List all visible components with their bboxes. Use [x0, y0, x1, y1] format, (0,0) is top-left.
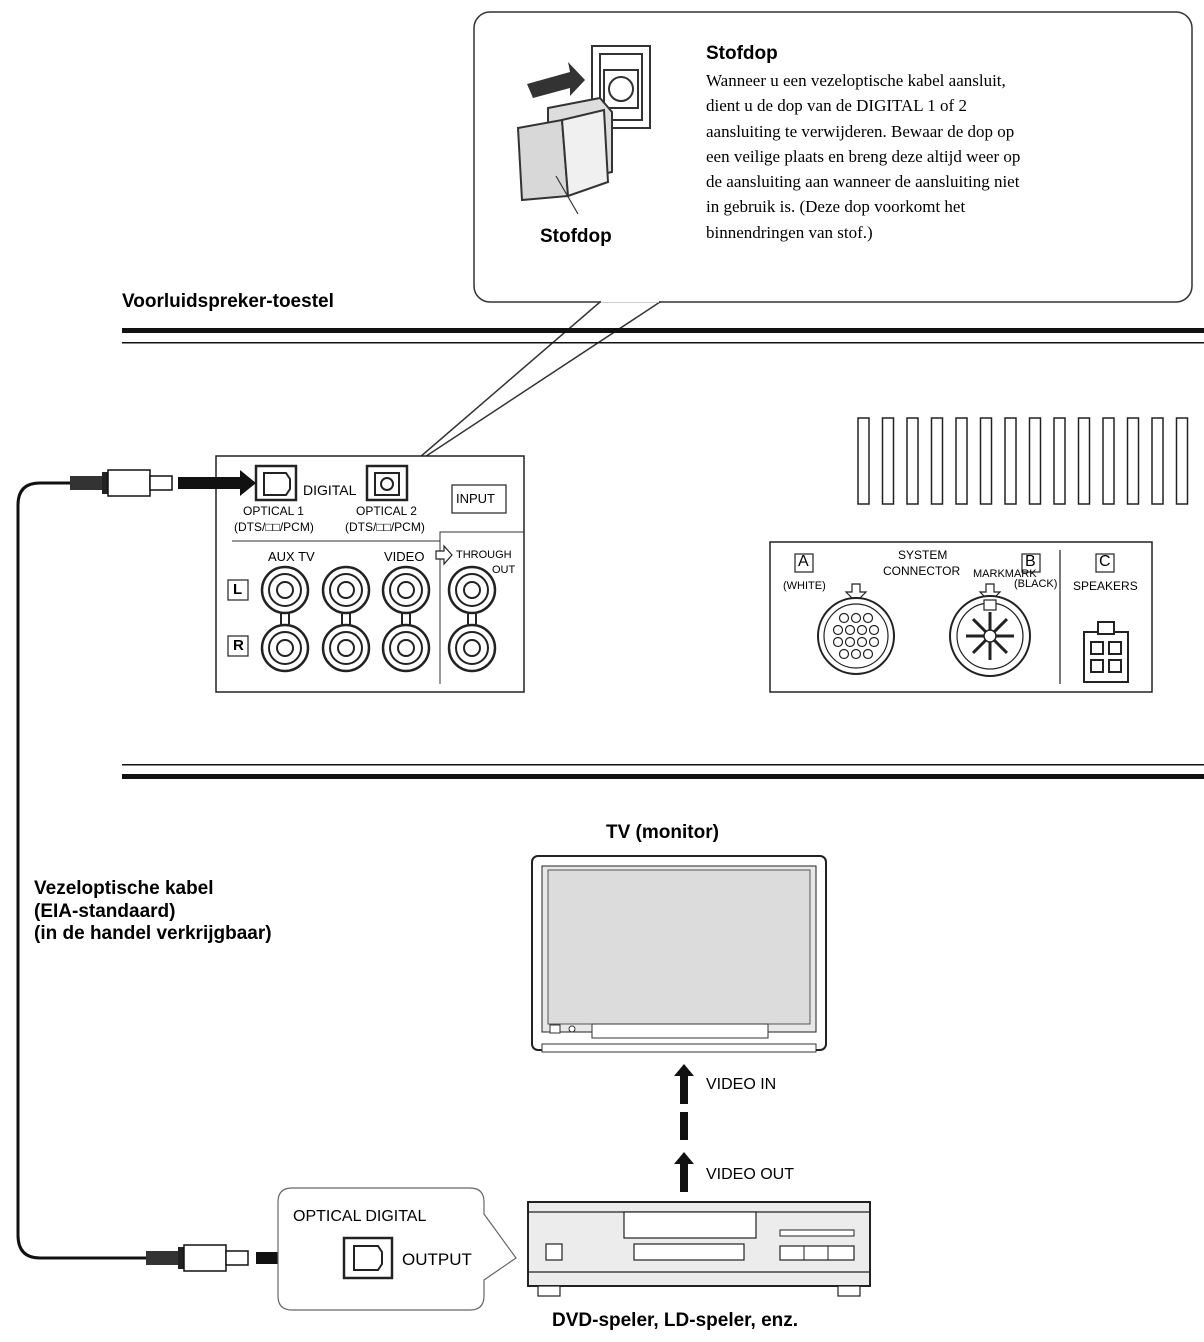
digital-label: DIGITAL: [303, 482, 357, 498]
callout-body-line: in gebruik is. (Deze dop voorkomt het: [706, 197, 966, 217]
connector-c-letter: C: [1099, 553, 1111, 570]
tv-monitor-drawing: [531, 855, 827, 1053]
vent-slot: [1151, 417, 1164, 505]
speakers-label: SPEAKERS: [1073, 579, 1138, 593]
output-label: OUTPUT: [402, 1250, 472, 1269]
rca-jack-center: [397, 639, 415, 657]
rca-jack-center: [337, 639, 355, 657]
connector-b-mark: MARKMARK: [973, 568, 1037, 580]
callout-body: Wanneer u een vezeloptische kabel aanslu…: [706, 68, 1020, 245]
video-in-label: VIDEO IN: [706, 1076, 777, 1093]
connector-b-letter: B: [1025, 553, 1036, 570]
vent-slot: [1175, 417, 1189, 505]
pin-socket: [862, 612, 874, 624]
rca-jack-center: [397, 581, 415, 599]
optical-cable: [16, 481, 146, 1260]
callout-body-line: een veilige plaats en breng deze altijd …: [706, 146, 1021, 166]
input-label: INPUT: [456, 491, 495, 506]
vent-slot: [930, 417, 944, 505]
ventilation-slots: [857, 417, 1189, 505]
vent-slot: [1102, 417, 1115, 505]
pin-socket: [868, 636, 880, 648]
pin-socket: [856, 624, 868, 636]
vent-slot: [1126, 417, 1140, 505]
pin-socket: [850, 612, 862, 624]
optical2-label: OPTICAL 2: [356, 504, 417, 518]
left-channel-label: L: [233, 581, 243, 598]
section-title: Voorluidspreker-toestel: [122, 291, 334, 312]
system-label: SYSTEM: [898, 548, 948, 562]
unit-outline-rails: [122, 328, 1204, 779]
pin-socket: [862, 648, 874, 660]
cable-label-line: Vezeloptische kabel: [34, 878, 214, 899]
aux-tv-label: AUX TV: [268, 549, 315, 564]
system-connector-pins: [832, 612, 1014, 660]
cable-plug-top: [70, 469, 256, 497]
pin-socket: [868, 624, 880, 636]
system-connector-panel: [769, 541, 1153, 693]
video-label: VIDEO: [384, 549, 425, 564]
pin-socket: [844, 636, 856, 648]
vent-slot: [1053, 417, 1066, 505]
cable-label: Vezeloptische kabel (EIA-standaard) (in …: [34, 878, 272, 946]
vent-slot: [1028, 417, 1042, 505]
output-callout: [277, 1187, 517, 1311]
player-label: DVD-speler, LD-speler, enz.: [552, 1310, 799, 1331]
tv-label: TV (monitor): [606, 822, 719, 843]
vent-slot: [881, 417, 895, 505]
pin-socket: [832, 624, 844, 636]
pin-socket: [850, 648, 862, 660]
connector-a-sub: (WHITE): [783, 580, 826, 592]
vent-slot: [1004, 417, 1017, 505]
pin-socket: [838, 648, 850, 660]
optical-digital-label: OPTICAL DIGITAL: [293, 1208, 427, 1225]
optical1-label: OPTICAL 1: [243, 504, 304, 518]
cable-label-line: (in de handel verkrijgbaar): [34, 923, 272, 944]
dust-cap-label: Stofdop: [540, 226, 612, 247]
right-channel-label: R: [233, 637, 244, 654]
optical2-sub: (DTS/□□/PCM): [345, 520, 425, 534]
rca-jack-center: [337, 581, 355, 599]
pin-socket: [844, 624, 856, 636]
callout-body-line: Wanneer u een vezeloptische kabel aanslu…: [706, 71, 1006, 90]
callout-body-line: aansluiting te verwijderen. Bewaar de do…: [706, 121, 1015, 141]
out-label: OUT: [492, 564, 516, 576]
rca-jack-center: [276, 581, 294, 599]
pin-socket: [832, 636, 844, 648]
dust-cap-illustration: [516, 45, 651, 215]
vent-slot: [955, 417, 968, 505]
pin-socket: [856, 636, 868, 648]
optical1-sub: (DTS/□□/PCM): [234, 520, 314, 534]
video-link: [674, 1064, 694, 1192]
callout-body-line: binnendringen van stof.): [706, 222, 873, 242]
vent-slot: [906, 417, 919, 505]
vent-slot: [979, 417, 993, 505]
callout-body-line: de aansluiting aan wanneer de aansluitin…: [706, 172, 1020, 192]
connector-a-letter: A: [798, 553, 809, 570]
connector-label: CONNECTOR: [883, 564, 961, 578]
dvd-player-drawing: [527, 1201, 871, 1297]
vent-slot: [1077, 417, 1091, 505]
callout-body-line: dient u de dop van de DIGITAL 1 of 2: [706, 96, 967, 116]
through-label: THROUGH: [456, 549, 512, 561]
rca-jack-center: [463, 639, 481, 657]
pin-center: [983, 629, 997, 643]
rca-jacks: [260, 565, 497, 673]
cable-label-line: (EIA-standaard): [34, 900, 176, 922]
callout-heading: Stofdop: [706, 43, 778, 64]
vent-slot: [857, 417, 870, 505]
connector-b-sub: (BLACK): [1014, 578, 1058, 590]
video-out-label: VIDEO OUT: [706, 1166, 795, 1183]
dust-cap-callout-bubble: [404, 11, 1193, 471]
rca-jack-center: [276, 639, 294, 657]
rca-jack-center: [463, 581, 481, 599]
pin-socket: [838, 612, 850, 624]
